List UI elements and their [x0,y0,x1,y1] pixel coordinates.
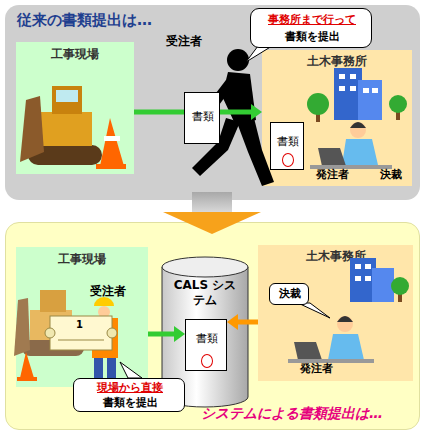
building [334,68,362,120]
blueprint-roll [107,328,117,338]
bulldozer-cab [52,86,82,114]
node-text: 書類を提出 [251,30,373,44]
window [350,86,356,91]
cylinder-cap [162,257,248,277]
node-text: 書類 [186,332,228,346]
cone-base [17,377,37,381]
window [355,264,361,269]
cone-stripe [104,136,120,141]
worker-leg [107,358,116,378]
bulldozer-cab [40,290,66,312]
node-text: 工事現場 [16,47,134,62]
blueprint [50,316,112,350]
window [350,74,356,79]
tree [307,93,329,115]
speech-bubble: 事務所まで行って書類を提出 [250,8,372,48]
arrow-line [237,320,258,325]
window [355,276,361,281]
window [365,264,371,269]
person-head [350,122,366,138]
node-text: 現場から直接 [74,381,186,395]
node-text: 土木事務所 [258,249,413,264]
window [372,88,378,93]
tree [389,95,407,113]
node-text: CALS システム [170,278,240,308]
node-text: 工事現場 [16,252,148,267]
window [339,86,345,91]
person-head [337,316,353,332]
cab-window [56,90,78,102]
text-label: 決裁 [380,168,402,182]
node-text: 書類 [271,135,305,149]
person-body [328,334,364,360]
approval-stamp [282,153,294,167]
document-box: 書類 [184,92,220,144]
approval-stamp [201,354,213,368]
tree [391,277,409,295]
node-text: 書類を提出 [74,396,186,410]
text-label: 1 [76,319,83,332]
node-text: システムによる書類提出は… [201,405,416,423]
blueprint-line [58,340,104,341]
speech-bubble: 決裁 [269,283,309,305]
node-text: 決裁 [270,287,310,301]
text-label: 発注者 [316,168,349,182]
window [363,88,369,93]
text-label: 受注者 [90,284,126,299]
node-text: 従来の書類提出は… [17,11,277,30]
worker-leg [94,358,103,378]
person-head [227,49,249,71]
speech-bubble: 現場から直接書類を提出 [73,378,185,412]
arrow-stem [192,192,232,212]
text-label: 受注者 [166,34,202,49]
cone-base [96,164,126,169]
arrow-line [148,332,175,337]
blueprint-roll [45,328,55,338]
person-body [342,139,378,165]
text-label: 発注者 [300,362,333,376]
window [365,276,371,281]
window [339,74,345,79]
building [372,268,394,302]
bulldozer-body [40,112,92,146]
building [358,80,382,120]
node-text: 事務所まで行って [251,13,373,27]
node-text: 書類 [185,110,221,124]
document-box: 書類 [185,319,227,371]
document-box: 書類 [270,122,304,170]
node-text: 土木事務所 [262,54,412,69]
